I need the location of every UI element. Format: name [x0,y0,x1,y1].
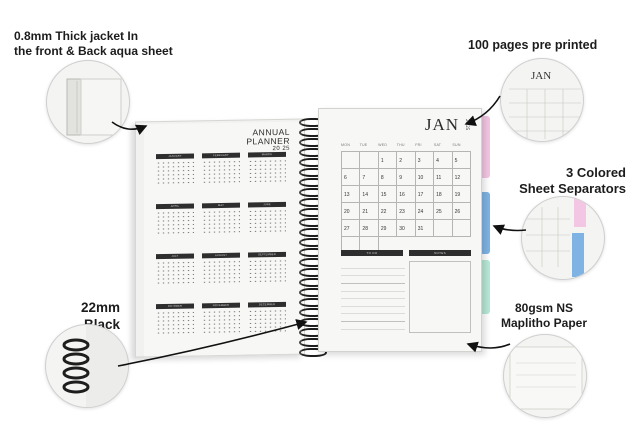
weekday-label: SUN [452,143,461,147]
pages-arrow [464,95,501,126]
paper-callout-line2: Maplitho Paper [500,316,587,330]
jacket-arrow [111,121,148,136]
day-cell[interactable]: 4 [434,152,453,169]
day-cell[interactable]: 6 [342,169,361,186]
day-cell[interactable]: 25 [434,203,453,220]
separators-zoom-bubble [521,196,605,280]
separator-tab-blue[interactable] [482,192,490,254]
day-cell[interactable] [452,220,471,237]
weekday-label: TUE [359,143,368,147]
day-cell[interactable]: 8 [378,169,398,186]
separators-zoom-image [526,197,586,277]
notes-header: NOTES [409,250,471,256]
day-cell[interactable]: 10 [415,169,435,186]
wiro-zoom-bubble [45,324,129,408]
separators-arrow [492,224,527,235]
day-cell[interactable] [342,152,361,169]
jacket-zoom-image [66,78,122,136]
wiro-callout-line1: 22mm [80,300,120,315]
wire-binding [299,118,329,358]
day-cell[interactable]: 12 [452,169,471,186]
day-cell[interactable]: 9 [397,169,416,186]
paper-zoom-bubble [503,334,587,418]
day-cell[interactable]: 18 [434,186,453,203]
day-cell[interactable]: 31 [415,220,435,237]
day-cell[interactable]: 7 [360,169,379,186]
day-cell[interactable]: 21 [360,203,379,220]
weekday-label: THU [396,143,405,147]
paper-zoom-image [509,346,583,410]
day-cell[interactable]: 15 [378,186,398,203]
paper-arrow [466,341,511,353]
weekday-label: FRI [415,143,422,147]
day-cell[interactable]: 17 [415,186,435,203]
day-cell[interactable]: 2 [397,152,416,169]
section-headers: TO DO NOTES [341,250,471,256]
separator-tab-pink[interactable] [482,116,490,178]
paper-callout: 80gsm NS Maplitho Paper [494,301,594,331]
day-cell[interactable]: 28 [360,220,379,237]
weekday-header: MON TUE WED THU FRI SAT SUN [341,143,471,151]
day-cell[interactable]: 5 [452,152,471,169]
paper-callout-line1: 80gsm NS [514,301,574,315]
day-cell[interactable]: 14 [360,186,379,203]
jacket-callout-line2: the front & Back aqua sheet [14,44,173,58]
day-cell[interactable] [360,152,379,169]
todo-header: TO DO [341,250,403,256]
wire-ring [299,348,327,357]
separators-callout-line2: Sheet Separators [519,181,626,197]
day-cell[interactable]: 26 [452,203,471,220]
wiro-arrow [117,319,308,367]
month-name: JAN [424,115,459,134]
day-cell[interactable]: 19 [452,186,471,203]
weekday-label: WED [378,143,388,147]
day-cell[interactable]: 3 [415,152,435,169]
jacket-zoom-bubble [46,60,130,144]
pages-callout: 100 pages pre printed [468,38,598,52]
day-cell[interactable]: 11 [434,169,453,186]
separators-callout-line1: 3 Colored [566,165,626,180]
weekday-label: MON [341,143,350,147]
day-cell[interactable]: 24 [415,203,435,220]
day-cell[interactable]: 20 [342,203,361,220]
day-cell[interactable]: 22 [378,203,398,220]
svg-text:JAN: JAN [531,70,551,82]
day-cell[interactable] [434,220,453,237]
separators-callout: 3 Colored Sheet Separators [506,165,626,198]
weekday-label: SAT [433,143,442,147]
todo-lines [341,261,405,333]
day-cell[interactable]: 30 [397,220,416,237]
separator-tab-green[interactable] [482,260,490,314]
day-cell[interactable]: 16 [397,186,416,203]
day-cell[interactable]: 27 [342,220,361,237]
jacket-callout: 0.8mm Thick jacket In the front & Back a… [14,29,214,59]
notes-box [409,261,471,333]
day-cell[interactable]: 29 [378,220,398,237]
day-cell[interactable]: 23 [397,203,416,220]
day-cell[interactable]: 1 [378,152,398,169]
jacket-callout-line1: 0.8mm Thick jacket In [14,29,139,43]
pages-zoom-bubble: JAN [500,58,584,142]
day-cell[interactable]: 13 [342,186,361,203]
